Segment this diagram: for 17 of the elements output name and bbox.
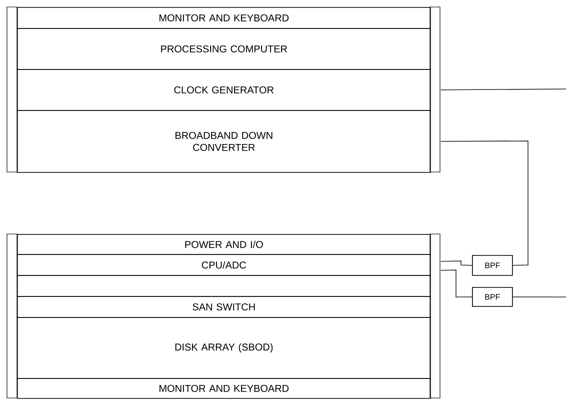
connector-line — [440, 260, 472, 266]
rack-slot: CLOCK GENERATOR — [17, 69, 431, 111]
rack-slot: PROCESSING COMPUTER — [17, 28, 431, 70]
rack-slot: MONITOR AND KEYBOARD — [17, 7, 431, 29]
rack-slot: DISK ARRAY (SBOD) — [17, 317, 431, 379]
rack-slot: BROADBAND DOWN CONVERTER — [17, 110, 431, 173]
rack-slot: POWER AND I/O — [17, 234, 431, 255]
filter-box: BPF — [472, 287, 513, 307]
connector-line — [440, 270, 472, 298]
rack-slot: CPU/ADC — [17, 254, 431, 276]
connector-line — [440, 140, 528, 266]
connector-line — [440, 88, 566, 90]
connector-line — [512, 296, 566, 298]
filter-box: BPF — [472, 255, 513, 276]
rack-slot: MONITOR AND KEYBOARD — [17, 378, 431, 399]
rack-slot — [17, 275, 431, 297]
rack-slot: SAN SWITCH — [17, 296, 431, 318]
